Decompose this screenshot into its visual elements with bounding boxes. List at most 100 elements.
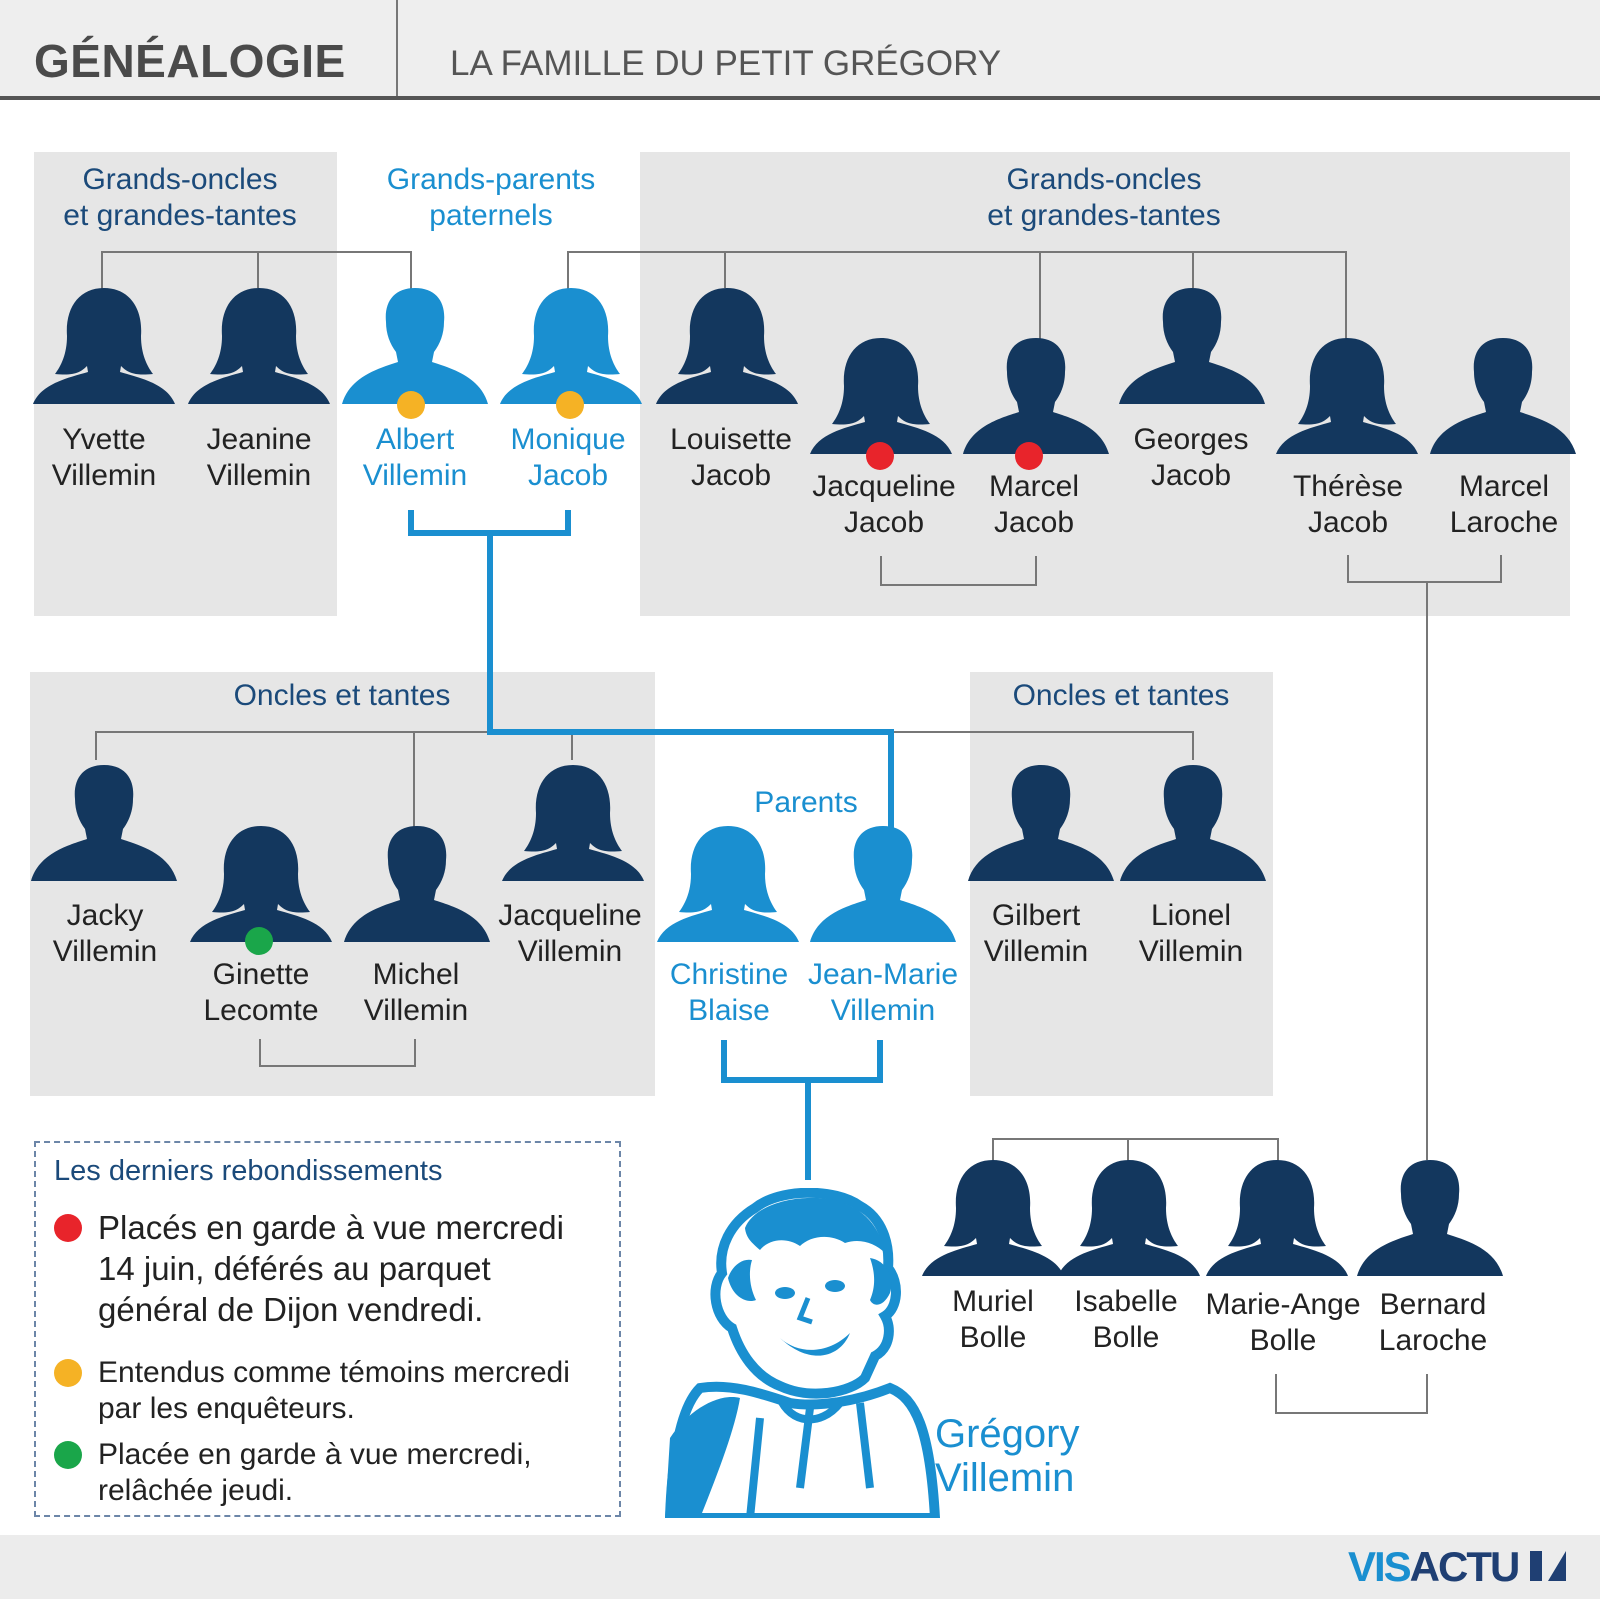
person-icon <box>1118 757 1268 881</box>
person-name-monique: Monique Jacob <box>510 422 625 494</box>
green-dot <box>245 927 273 955</box>
legend-text: Placée en garde à vue mercredi, relâchée… <box>98 1437 532 1509</box>
legend-line: général de Dijon vendredi. <box>98 1291 484 1328</box>
silhouette-icon <box>1120 765 1266 881</box>
person-icon <box>652 280 802 404</box>
name-line: Marie-Ange <box>1205 1288 1361 1321</box>
silhouette-icon <box>1119 288 1265 404</box>
legend-line: relâchée jeudi. <box>98 1474 294 1507</box>
group-label-oncles-right: Oncles et tantes <box>1012 679 1230 712</box>
group-label-line: Grands-parents <box>386 163 596 196</box>
name-line: Monique <box>510 423 626 456</box>
name-line: Marcel <box>1458 470 1550 503</box>
silhouette-icon <box>342 288 488 404</box>
name-line: Bernard <box>1379 1288 1487 1321</box>
group-label-line: et grandes-tantes <box>63 199 297 232</box>
name-line: Jacqueline <box>498 899 642 932</box>
person-icon <box>1355 1152 1505 1276</box>
name-line: Jacob <box>527 459 609 492</box>
header-divider <box>396 0 398 98</box>
name-line: Lecomte <box>203 994 319 1027</box>
name-line: Jacob <box>993 506 1075 539</box>
connector-left-siblings <box>101 251 412 290</box>
connector-right-siblings <box>567 251 1347 345</box>
name-line: Michel <box>372 958 460 991</box>
legend-line: par les enquêteurs. <box>98 1392 355 1425</box>
person-icon <box>184 280 334 404</box>
logo-mark-icon <box>1530 1551 1566 1581</box>
connector-parents-couple <box>721 1040 883 1083</box>
name-line: Villemin <box>206 459 312 492</box>
person-icon <box>498 757 648 881</box>
person-name-jacqueline-jacob: Jacqueline Jacob <box>812 469 955 541</box>
legend-title: Les derniers rebondissements <box>54 1155 443 1187</box>
panel-oncles-left <box>30 672 655 1096</box>
name-line: Jacob <box>843 506 925 539</box>
person-icon <box>961 330 1111 454</box>
name-line: Yvette <box>62 423 146 456</box>
connector-to-father <box>487 533 894 836</box>
name-line: Ginette <box>212 958 310 991</box>
name-line: Jean-Marie <box>807 958 959 991</box>
name-line: Laroche <box>1449 506 1559 539</box>
name-line: Villemin <box>935 1456 1075 1500</box>
group-label-line: paternels <box>429 199 553 232</box>
group-label-oncles-left: Oncles et tantes <box>233 679 451 712</box>
silhouette-icon <box>344 826 490 942</box>
person-name-ginette: Ginette Lecomte <box>203 957 318 1029</box>
silhouette-icon <box>1058 1160 1200 1276</box>
legend-line: Placée en garde à vue mercredi, <box>98 1438 532 1471</box>
header-rule <box>0 96 1600 100</box>
person-name-muriel: Muriel Bolle <box>952 1284 1034 1356</box>
legend-line: Entendus comme témoins mercredi <box>98 1356 570 1389</box>
person-name-isabelle: Isabelle Bolle <box>1074 1284 1177 1356</box>
person-name-yvette: Yvette Villemin <box>52 422 157 494</box>
page-subtitle: LA FAMILLE DU PETIT GRÉGORY <box>450 44 1002 83</box>
name-line: Marcel <box>988 470 1080 503</box>
name-line: Jacqueline <box>812 470 956 503</box>
person-name-christine: Christine Blaise <box>670 957 788 1029</box>
yellow-dot-icon <box>54 1359 82 1387</box>
silhouette-icon <box>500 288 642 404</box>
name-line: Jacob <box>1307 506 1389 539</box>
name-line: Christine <box>669 958 789 991</box>
group-label-grands-oncles-left: Grands-oncles et grandes-tantes <box>63 162 296 234</box>
name-line: Louisette <box>670 423 792 456</box>
name-line: Lionel <box>1150 899 1232 932</box>
page-title: GÉNÉALOGIE <box>34 35 346 87</box>
group-label-line: Grands-oncles <box>82 163 278 196</box>
red-dot <box>1015 442 1043 470</box>
connector-bolle-laroche-couple <box>1275 1374 1428 1414</box>
name-line: Villemin <box>830 994 936 1027</box>
name-line: Bolle <box>1092 1321 1160 1354</box>
gregory-portrait <box>664 1188 940 1518</box>
name-line: Bolle <box>1249 1324 1317 1357</box>
person-icon <box>918 1152 1068 1276</box>
red-dot-icon <box>54 1214 82 1242</box>
person-icon <box>340 280 490 404</box>
person-icon <box>342 818 492 942</box>
silhouette-icon <box>1276 338 1418 454</box>
name-line: Grégory <box>935 1412 1080 1456</box>
person-icon <box>1117 280 1267 404</box>
connector-laroche-couple <box>1347 555 1502 583</box>
person-name-bernard: Bernard Laroche <box>1379 1287 1487 1359</box>
person-name-jeanine: Jeanine Villemin <box>206 422 311 494</box>
silhouette-icon <box>810 826 956 942</box>
name-line: Villemin <box>52 935 158 968</box>
person-icon <box>186 818 336 942</box>
connector-jacob-couple <box>880 556 1037 586</box>
person-icon <box>653 818 803 942</box>
legend-box: Les derniers rebondissements Placés en g… <box>34 1141 621 1517</box>
name-line: Blaise <box>688 994 770 1027</box>
name-line: Villemin <box>363 994 469 1027</box>
name-line: Gilbert <box>991 899 1081 932</box>
silhouette-icon <box>656 288 798 404</box>
name-line: Georges <box>1133 423 1249 456</box>
legend-text: Placés en garde à vue mercredi 14 juin, … <box>98 1207 564 1330</box>
connector-lecomte-couple <box>259 1039 416 1067</box>
name-line: Villemin <box>983 935 1089 968</box>
group-label-line: Grands-oncles <box>1006 163 1202 196</box>
visactu-logo: VISACTU <box>1348 1543 1568 1591</box>
